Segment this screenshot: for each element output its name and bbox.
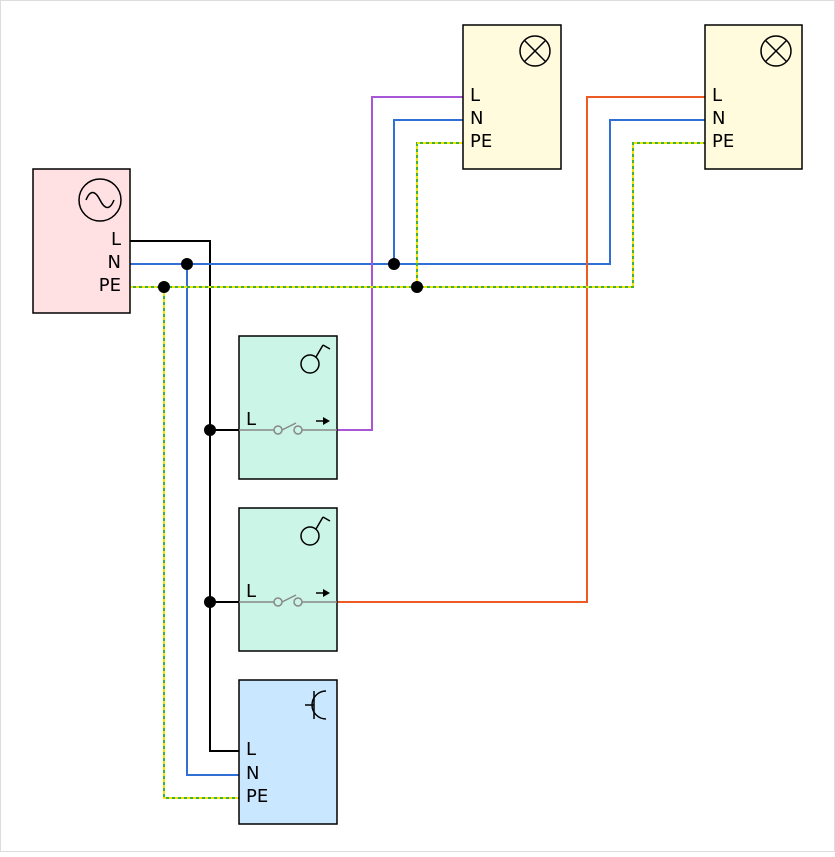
wires (130, 96, 705, 799)
source-terminal-PE: PE (99, 275, 121, 296)
switch-icon (300, 516, 331, 546)
switch-contact (239, 422, 337, 435)
wire-PE-main-green (130, 142, 705, 288)
lamp-1-box (462, 24, 562, 170)
switch-2: L (238, 507, 338, 652)
wire-N-main (130, 119, 705, 265)
socket: L N PE (238, 679, 338, 825)
source-box (32, 168, 131, 314)
lamp-1-terminal-PE: PE (470, 131, 492, 152)
lamp-2-terminal-PE: PE (712, 131, 734, 152)
switch-1: L (238, 335, 338, 480)
lamp-2-terminal-N: N (712, 108, 725, 129)
lamp-1-terminal-N: N (470, 108, 483, 129)
junction-dot (388, 258, 400, 270)
socket-terminal-L: L (246, 739, 256, 760)
lamp-2-box (704, 24, 803, 170)
wire-L-main (130, 240, 239, 752)
lamp-icon (760, 35, 792, 67)
socket-icon (305, 690, 327, 720)
power-source: L N PE (32, 168, 131, 314)
wire-N-socket (186, 264, 239, 776)
wire-PE (130, 142, 705, 799)
lamp-2-terminal-L: L (712, 85, 722, 106)
lamp-icon (519, 35, 551, 67)
lamp-1-terminal-L: L (470, 85, 480, 106)
wire-phase-lamp-2 (337, 96, 705, 603)
switch-icon (300, 344, 331, 374)
junction-dot (204, 424, 216, 436)
junction-dot (181, 258, 193, 270)
switch-1-terminal-L: L (246, 409, 256, 430)
wire-PE-socket-yellow (163, 287, 239, 799)
source-terminal-N: N (108, 252, 121, 273)
switch-contact (239, 594, 337, 607)
junction-dot (204, 596, 216, 608)
wire-N-lamp-1 (393, 119, 463, 264)
socket-terminal-PE: PE (246, 786, 268, 807)
wire-phase-lamp-1 (337, 96, 463, 431)
source-terminal-L: L (111, 229, 121, 250)
lamp-2: L N PE (704, 24, 803, 170)
socket-box (238, 679, 338, 825)
arrow-right-icon (316, 589, 330, 597)
switch-1-box (238, 335, 338, 480)
switch-2-terminal-L: L (246, 581, 256, 602)
ac-source-icon (78, 178, 122, 222)
junction-dot (411, 281, 423, 293)
wire-PE-lamp-1-yellow (416, 142, 463, 287)
switch-2-box (238, 507, 338, 652)
socket-terminal-N: N (246, 763, 259, 784)
lamp-1: L N PE (462, 24, 562, 170)
junction-dot (158, 281, 170, 293)
arrow-right-icon (316, 417, 330, 425)
junctions (158, 258, 423, 608)
